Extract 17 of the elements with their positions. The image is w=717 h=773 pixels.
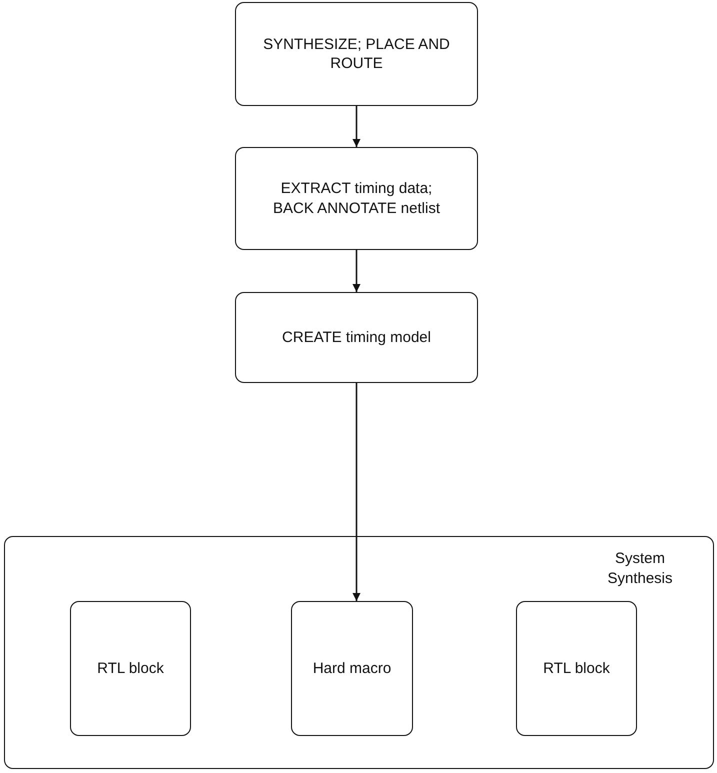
process-box <box>235 292 478 383</box>
box-label: RTL block <box>97 658 164 678</box>
process-box <box>516 601 637 736</box>
box-label: SYNTHESIZE; PLACE AND ROUTE <box>262 34 451 74</box>
arrow <box>352 250 360 292</box>
group-box <box>4 536 714 769</box>
box-label: CREATE timing model <box>282 328 431 348</box>
process-box <box>235 2 478 106</box>
group-title: System Synthesis <box>606 549 674 588</box>
arrow <box>352 383 360 601</box>
box-label: Hard macro <box>312 658 392 678</box>
box-label: RTL block <box>543 658 610 678</box>
process-box <box>291 601 413 736</box>
arrow <box>352 106 360 147</box>
box-label: EXTRACT timing data; BACK ANNOTATE netlist <box>272 179 441 218</box>
process-box <box>70 601 191 736</box>
process-box <box>235 147 478 250</box>
